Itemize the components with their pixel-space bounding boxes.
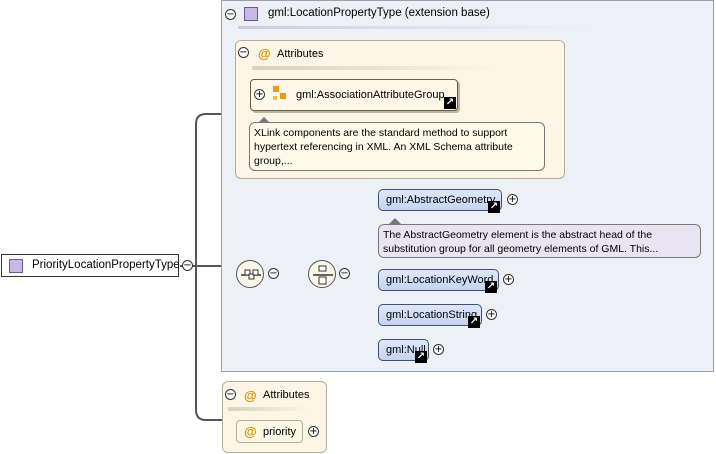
element-location-keyword[interactable]: gml:LocationKeyWord ↗ [378, 269, 499, 293]
null-expand-button[interactable]: + [433, 344, 444, 355]
attribute-icon: @ [258, 46, 271, 61]
choice-collapse-button[interactable]: − [339, 268, 350, 279]
element-null[interactable]: gml:Null ↗ [378, 339, 429, 363]
attribute-icon: @ [244, 424, 257, 439]
extension-base-label: gml:LocationPropertyType (extension base… [268, 7, 490, 19]
root-type-node[interactable]: PriorityLocationPropertyType [1, 254, 180, 277]
attribute-group-documentation: XLink components are the standard method… [249, 122, 545, 171]
sequence-compositor[interactable] [236, 260, 264, 288]
abstract-geometry-documentation: The AbstractGeometry element is the abst… [378, 224, 701, 258]
sequence-icon [241, 269, 261, 280]
outer-attributes-collapse-button[interactable]: − [225, 389, 236, 400]
root-collapse-button[interactable]: − [182, 260, 193, 271]
element-abstract-geometry[interactable]: gml:AbstractGeometry ↗ [378, 189, 502, 213]
inner-attributes-separator [252, 66, 502, 70]
location-string-expand-button[interactable]: + [486, 309, 497, 320]
link-icon[interactable]: ↗ [415, 351, 427, 363]
connector-to-extension [195, 113, 236, 266]
note-pointer [389, 218, 401, 224]
attribute-icon: @ [244, 388, 257, 403]
note-pointer [258, 117, 270, 123]
element-location-string[interactable]: gml:LocationString ↗ [378, 304, 482, 328]
complex-type-icon [244, 7, 258, 21]
connector-to-attributes [195, 266, 222, 421]
link-icon[interactable]: ↗ [488, 201, 500, 213]
abstract-geometry-expand-button[interactable]: + [507, 194, 518, 205]
sequence-collapse-button[interactable]: − [268, 268, 279, 279]
element-label: gml:LocationString [386, 309, 478, 321]
attribute-group-node[interactable]: + gml:AssociationAttributeGroup ↗ [250, 79, 458, 111]
attribute-priority[interactable]: @ priority [236, 420, 303, 443]
element-label: gml:LocationKeyWord [386, 274, 494, 286]
location-keyword-expand-button[interactable]: + [503, 274, 514, 285]
complex-type-icon [9, 259, 23, 273]
link-icon[interactable]: ↗ [444, 97, 456, 109]
element-label: gml:AbstractGeometry [386, 194, 496, 206]
root-type-label: PriorityLocationPropertyType [32, 259, 180, 271]
choice-icon [313, 265, 333, 285]
extension-separator [238, 26, 598, 29]
outer-attributes-separator [228, 407, 308, 411]
inner-attributes-collapse-button[interactable]: − [238, 47, 249, 58]
priority-expand-button[interactable]: + [308, 426, 319, 437]
attribute-group-icon [273, 86, 287, 102]
link-icon[interactable]: ↗ [485, 281, 497, 293]
attribute-label: priority [263, 426, 297, 438]
choice-compositor[interactable] [308, 260, 336, 288]
extension-collapse-button[interactable]: − [225, 9, 236, 20]
attribute-group-expand-button[interactable]: + [254, 89, 265, 100]
outer-attributes-title: Attributes [263, 389, 310, 401]
link-icon[interactable]: ↗ [468, 316, 480, 328]
attribute-group-label: gml:AssociationAttributeGroup [296, 89, 445, 101]
inner-attributes-title: Attributes [277, 48, 324, 60]
